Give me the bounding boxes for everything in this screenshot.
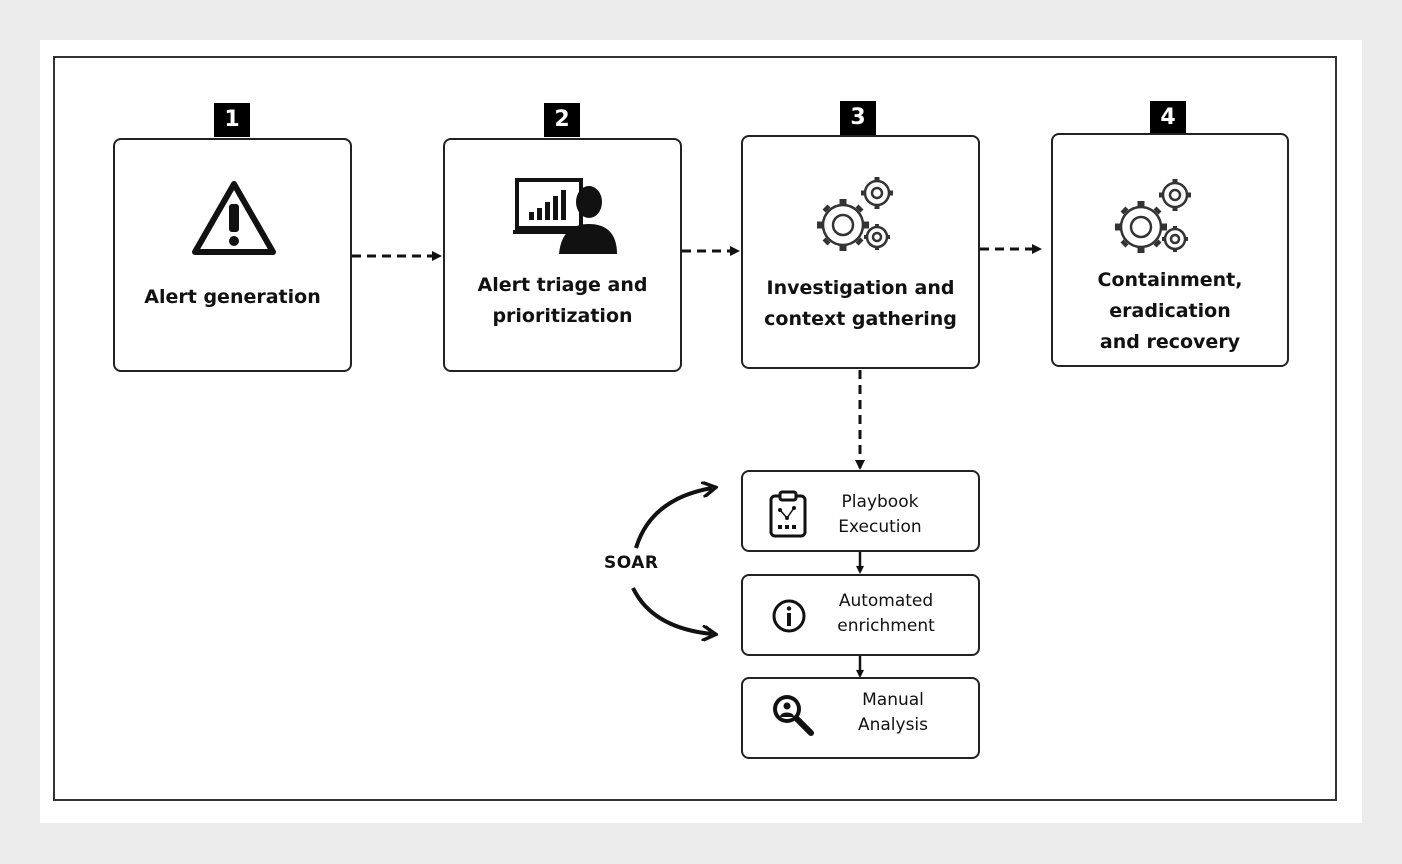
magnifier-person-icon [773,695,814,736]
soar-item-automated-enrichment: Automated enrichment [741,574,980,656]
playbook-clipboard-icon [769,490,807,538]
step-number-badge: 4 [1150,101,1186,135]
step-number-badge: 3 [840,101,876,135]
soar-item-playbook-execution: Playbook Execution [741,470,980,552]
soar-curve-up [634,488,712,549]
soar-label: SOAR [604,553,659,573]
soar-item-manual-analysis: Manual Analysis [741,677,980,759]
gears-icon [817,177,893,251]
soar-item-label: Manual Analysis [857,690,929,735]
gears-icon [1115,179,1191,253]
info-circle-icon [772,599,806,633]
step-box-alert-generation: Alert generation [113,138,352,372]
diagram-frame [53,56,1337,801]
soar-item-label: Playbook Execution [838,492,922,537]
step-label: Alert generation [144,286,321,308]
step-label: Investigation and context gathering [764,277,957,330]
warning-triangle-icon [192,181,276,255]
step-box-investigation: Investigation and context gathering [741,135,980,369]
step-number-badge: 1 [214,103,250,137]
step-box-containment: Containment, eradication and recovery [1051,133,1289,367]
step-number-badge: 2 [544,103,580,137]
soar-item-label: Automated enrichment [837,591,935,636]
step-label: Containment, eradication and recovery [1097,269,1243,353]
step-box-alert-triage: Alert triage and prioritization [443,138,682,372]
analyst-monitor-icon [513,178,617,254]
soar-curve-down [631,587,712,634]
step-label: Alert triage and prioritization [477,274,648,327]
